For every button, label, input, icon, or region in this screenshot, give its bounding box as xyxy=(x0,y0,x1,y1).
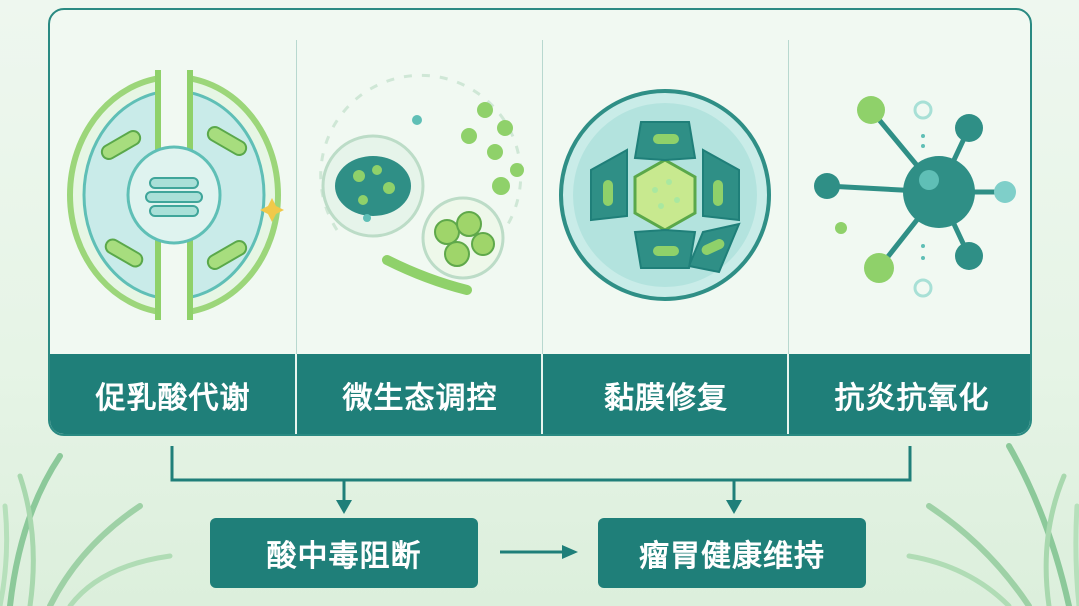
cell-metabolism-icon xyxy=(67,70,284,320)
mechanism-label-4: 抗炎抗氧化 xyxy=(789,354,1030,434)
outcome-box-2: 瘤胃健康维持 xyxy=(598,518,866,588)
grass-decoration-right-icon xyxy=(906,443,1079,606)
mechanism-panel: 促乳酸代谢 微生态调控 xyxy=(48,8,1032,436)
mechanism-label-1: 促乳酸代谢 xyxy=(50,354,296,434)
mechanism-label-3: 黏膜修复 xyxy=(543,354,789,434)
outcome-box-1: 酸中毒阻断 xyxy=(210,518,478,588)
mechanism-label-2: 微生态调控 xyxy=(297,354,543,434)
mechanism-card-2: 微生态调控 xyxy=(297,10,543,434)
mucosa-cells-icon xyxy=(559,89,771,301)
mechanism-card-1: 促乳酸代谢 xyxy=(50,10,296,434)
microbiota-icon xyxy=(319,73,524,295)
molecule-icon xyxy=(814,96,1016,298)
mechanism-card-3: 黏膜修复 xyxy=(543,10,789,434)
mechanism-card-4: 抗炎抗氧化 xyxy=(789,10,1030,434)
grass-decoration-left-icon xyxy=(0,453,173,606)
